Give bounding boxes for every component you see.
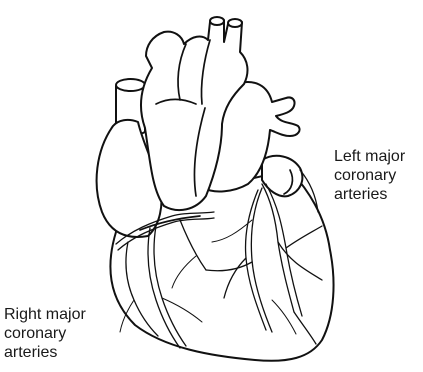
right-coronary-label: Right major coronary arteries [4, 305, 86, 362]
right-coronary-label-line-2: coronary [4, 324, 86, 343]
left-coronary-label-line-1: Left major [334, 147, 405, 166]
left-coronary-label: Left major coronary arteries [334, 147, 405, 204]
left-coronary-label-line-3: arteries [334, 185, 405, 204]
right-coronary-label-line-1: Right major [4, 305, 86, 324]
left-coronary-label-line-2: coronary [334, 166, 405, 185]
right-coronary-label-line-3: arteries [4, 343, 86, 362]
